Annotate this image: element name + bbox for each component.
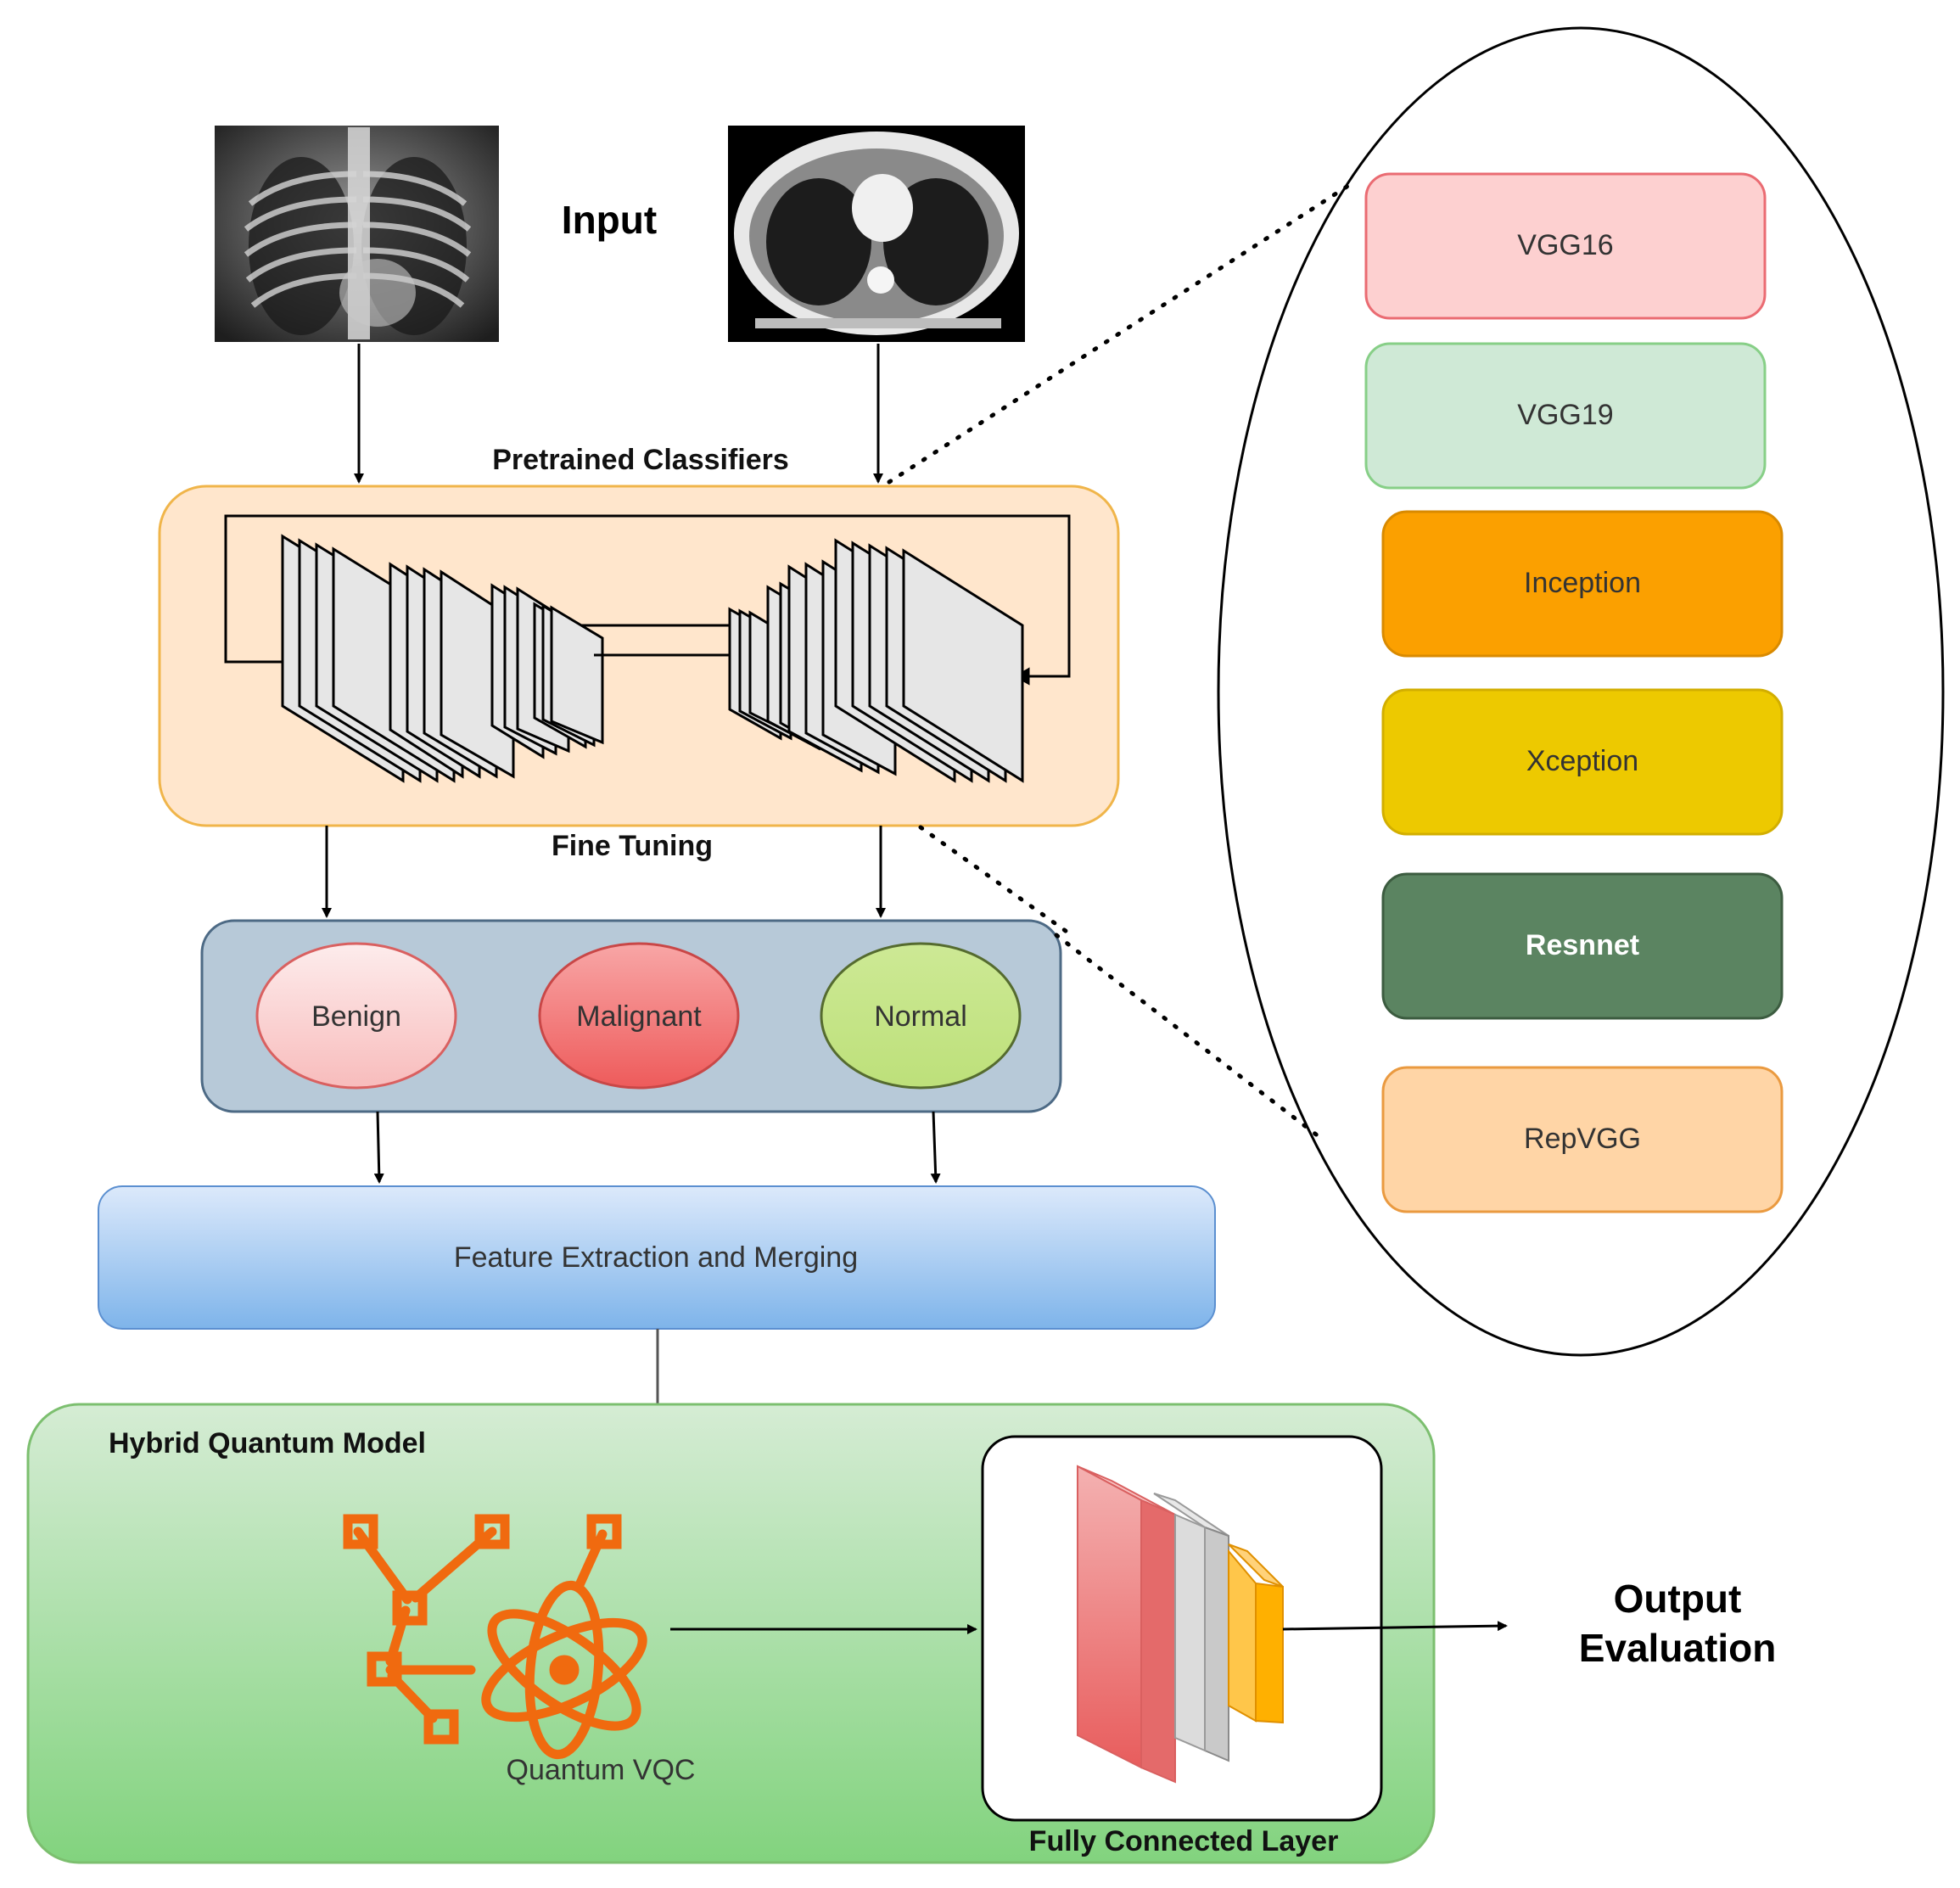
chest-xray-image xyxy=(215,126,499,342)
class-normal-label: Normal xyxy=(874,1000,967,1033)
output-evaluation-line1: Output xyxy=(1614,1577,1742,1621)
class-malignant-label: Malignant xyxy=(576,1000,702,1033)
model-repvgg: RepVGG xyxy=(1381,1066,1784,1213)
model-vgg16-label: VGG16 xyxy=(1517,229,1613,261)
zoom-dotted-line-bottom xyxy=(918,825,1072,936)
arrow-classes-to-feature-left xyxy=(373,1111,384,1184)
chest-ct-image xyxy=(728,126,1025,342)
pretrained-classifiers-label: Pretrained Classifiers xyxy=(492,444,789,476)
model-resnnet: Resnnet xyxy=(1381,872,1784,1020)
zoom-dotted-line-top xyxy=(887,180,1356,485)
class-malignant: Malignant xyxy=(538,942,740,1090)
class-benign: Benign xyxy=(255,942,457,1090)
class-normal: Normal xyxy=(820,942,1022,1090)
model-vgg19: VGG19 xyxy=(1364,342,1767,490)
quantum-vqc-icon xyxy=(343,1514,647,1760)
zoom-dotted-line-mid xyxy=(1054,933,1322,1140)
model-xception-label: Xception xyxy=(1526,745,1638,777)
model-vgg16: VGG16 xyxy=(1364,172,1767,320)
hybrid-quantum-title: Hybrid Quantum Model xyxy=(109,1427,426,1459)
fully-connected-layers-icon xyxy=(1077,1465,1284,1784)
fine-tuning-label: Fine Tuning xyxy=(552,830,713,862)
class-benign-label: Benign xyxy=(311,1000,401,1033)
cnn-architecture-icon xyxy=(224,514,1071,783)
model-inception: Inception xyxy=(1381,510,1784,658)
model-inception-label: Inception xyxy=(1524,567,1641,599)
arrow-fc-to-output xyxy=(1282,1621,1508,1632)
arrow-classes-to-feature-right xyxy=(930,1111,941,1184)
model-xception: Xception xyxy=(1381,688,1784,836)
input-label: Input xyxy=(562,198,657,242)
model-repvgg-label: RepVGG xyxy=(1524,1123,1641,1155)
fully-connected-label: Fully Connected Layer xyxy=(1029,1825,1339,1857)
output-evaluation-line2: Evaluation xyxy=(1579,1626,1777,1670)
feature-extraction-label: Feature Extraction and Merging xyxy=(454,1241,858,1274)
model-list-ellipse xyxy=(1217,26,1945,1357)
model-vgg19-label: VGG19 xyxy=(1517,399,1613,431)
model-resnnet-label: Resnnet xyxy=(1526,929,1639,961)
quantum-vqc-label: Quantum VQC xyxy=(507,1754,696,1786)
